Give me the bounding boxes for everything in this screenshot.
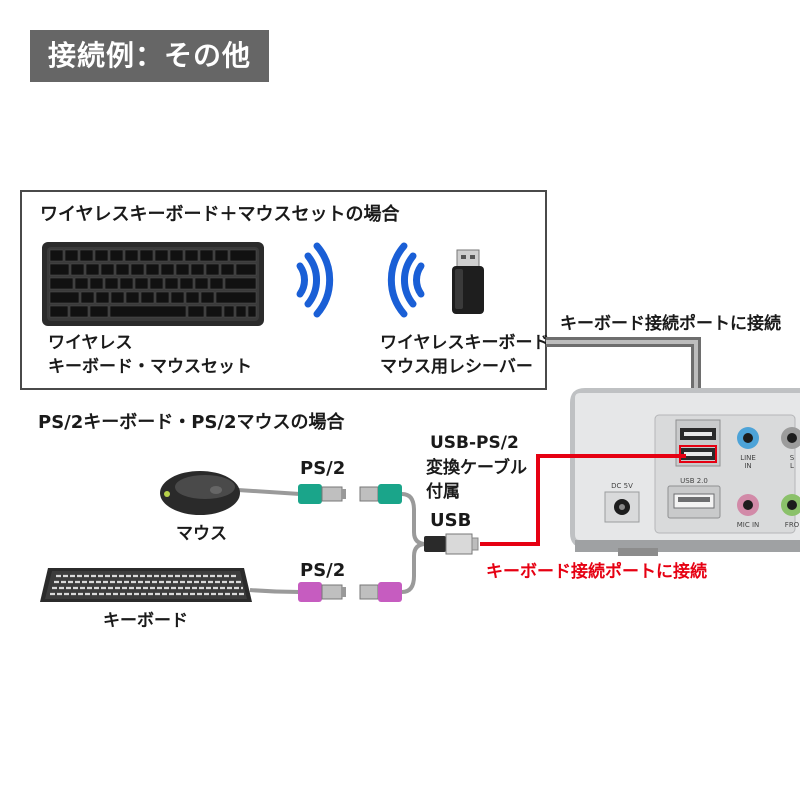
ps2-heading: PS/2キーボード・PS/2マウスの場合 (38, 412, 345, 433)
ps2-connector-green-mouse (298, 484, 346, 504)
ps2-connector-purple-keyboard (298, 582, 346, 602)
svg-text:LINE: LINE (740, 454, 756, 462)
usb-receiver-image (452, 249, 484, 314)
mouse-label: マウス (176, 524, 227, 544)
ps2-keyboard-image (40, 568, 301, 602)
kvm-device-image: USB 2.0 DC 5V LINE IN MIC IN S L FRO (570, 388, 800, 556)
usb-connector (424, 533, 479, 555)
svg-text:L: L (790, 462, 794, 470)
ps2-label-top: PS/2 (300, 458, 346, 479)
receiver-label-1: ワイヤレスキーボード・ (380, 333, 567, 353)
usb-ps2-cable (401, 492, 427, 594)
cable-label-1: USB-PS/2 (430, 433, 519, 453)
ps2-connector-green-cable (359, 484, 402, 504)
receiver-label-2: マウス用レシーバー (380, 357, 533, 377)
port-callout-top: キーボード接続ポートに接続 (560, 314, 781, 334)
title-badge: 接続例：その他 (30, 30, 270, 82)
connection-arrow-red (480, 454, 686, 546)
ps2-mouse-image (160, 471, 301, 515)
wireless-keyboard-label-2: キーボード・マウスセット (48, 357, 252, 377)
svg-text:IN: IN (744, 462, 751, 470)
device-usb-label: USB 2.0 (680, 477, 708, 485)
ps2-label-bottom: PS/2 (300, 560, 346, 581)
cable-label-2: 変換ケーブル (426, 458, 527, 478)
wireless-signal-icon-right (387, 242, 425, 318)
wireless-signal-icon-left (296, 242, 334, 318)
usb-label: USB (430, 510, 472, 531)
cable-label-3: 付属 (426, 482, 460, 502)
port-callout-red: キーボード接続ポートに接続 (486, 562, 707, 582)
svg-text:S: S (790, 454, 795, 462)
ps2-connector-purple-cable (359, 582, 402, 602)
svg-text:FRO: FRO (785, 521, 800, 529)
svg-text:MIC IN: MIC IN (737, 521, 760, 529)
keyboard-label: キーボード (103, 611, 188, 631)
wireless-heading: ワイヤレスキーボード＋マウスセットの場合 (40, 204, 400, 225)
device-dc-label: DC 5V (611, 482, 633, 490)
wireless-keyboard-label-1: ワイヤレス (48, 333, 133, 353)
wireless-keyboard-image (42, 242, 264, 326)
